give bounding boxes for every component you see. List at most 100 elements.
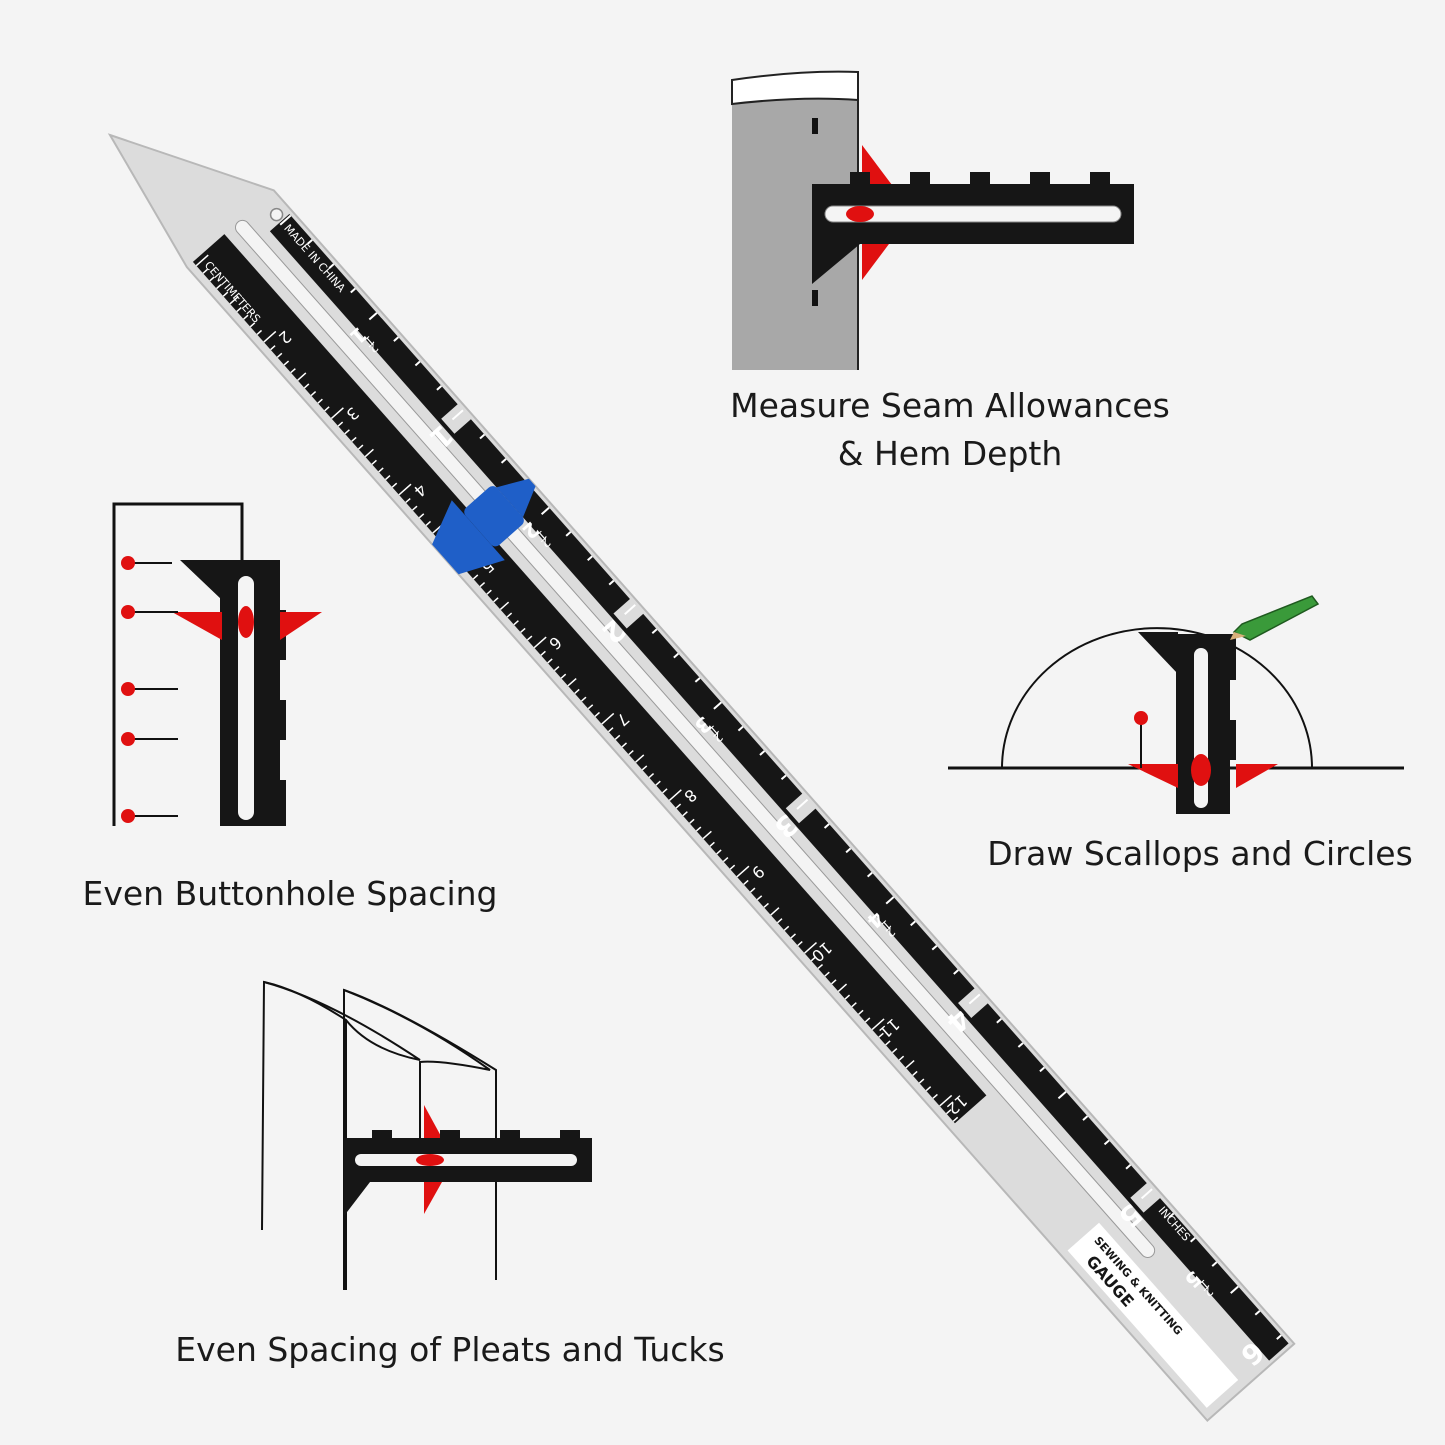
inch-tick bbox=[565, 531, 572, 537]
cm-tick bbox=[425, 520, 432, 526]
cm-tick bbox=[905, 1059, 915, 1069]
cm-tick bbox=[357, 444, 364, 450]
cm-tick bbox=[263, 330, 277, 343]
cm-tick bbox=[655, 780, 661, 786]
cm-tick bbox=[216, 284, 222, 290]
inch-tick bbox=[540, 506, 550, 515]
pin-icon bbox=[1134, 711, 1148, 768]
cm-tick bbox=[391, 482, 398, 488]
cm-tick bbox=[418, 513, 425, 519]
cm-tick bbox=[479, 581, 486, 588]
cm-tick bbox=[317, 398, 323, 404]
cm-tick bbox=[324, 406, 330, 412]
inch-tick bbox=[1140, 1188, 1153, 1200]
buttonhole-caption: Even Buttonhole Spacing bbox=[82, 874, 498, 913]
pin-icon bbox=[121, 605, 178, 619]
inch-tick bbox=[796, 798, 809, 810]
cm-tick bbox=[195, 254, 209, 267]
cm-tick bbox=[222, 291, 229, 297]
cm-tick bbox=[486, 589, 492, 595]
cm-tick bbox=[797, 941, 803, 947]
inch-tick bbox=[968, 993, 981, 1005]
sewing-gauge-ruler: 1 2 3 4 5 6 1 1 2 2 1 2 3 1 2 4 1 2 5 1 … bbox=[107, 133, 1296, 1423]
cm-tick bbox=[804, 942, 817, 954]
cm-tick bbox=[594, 711, 600, 717]
inch-tick bbox=[759, 750, 766, 756]
cm-tick bbox=[499, 601, 510, 610]
cm-tick bbox=[864, 1017, 871, 1023]
inch-tick bbox=[737, 725, 744, 732]
cm-tick bbox=[283, 360, 290, 366]
cm-tick bbox=[209, 276, 215, 282]
cm-tick bbox=[628, 750, 634, 756]
inch-tick bbox=[393, 336, 400, 342]
cm-tick bbox=[398, 483, 412, 496]
pin-icon bbox=[121, 809, 178, 823]
cm-tick bbox=[844, 994, 851, 1000]
cm-tick bbox=[891, 1047, 898, 1054]
ruler-hanging-hole bbox=[269, 207, 284, 222]
cm-tick bbox=[695, 826, 702, 832]
cm-tick bbox=[932, 1093, 938, 1099]
cm-tick bbox=[513, 620, 519, 626]
blue-slider[interactable] bbox=[419, 452, 559, 589]
inch-tick bbox=[279, 214, 292, 226]
cm-tick bbox=[831, 979, 837, 985]
cm-tick bbox=[256, 329, 263, 335]
cm-tick bbox=[851, 1002, 857, 1008]
pencil-icon bbox=[1230, 595, 1320, 641]
cm-tick bbox=[378, 467, 384, 473]
cm-tick bbox=[405, 497, 411, 504]
inch-tick bbox=[1017, 1042, 1024, 1048]
cm-tick bbox=[297, 372, 307, 381]
ruler-cm-ticks bbox=[195, 254, 959, 1122]
cm-tick bbox=[587, 704, 594, 710]
pin-icon bbox=[121, 682, 178, 696]
cm-tick bbox=[580, 696, 587, 702]
cm-tick bbox=[925, 1086, 932, 1092]
inch-tick bbox=[1254, 1310, 1261, 1316]
cm-tick bbox=[641, 765, 648, 771]
cm-tick bbox=[749, 887, 756, 893]
inch-tick bbox=[608, 579, 615, 586]
cm-tick bbox=[560, 673, 567, 679]
cm-tick bbox=[601, 712, 615, 725]
pin-icon bbox=[121, 732, 178, 746]
cm-tick bbox=[290, 368, 296, 374]
cm-tick bbox=[689, 818, 695, 824]
inch-tick bbox=[1057, 1091, 1067, 1100]
cm-tick bbox=[270, 345, 276, 351]
inch-tick bbox=[1103, 1139, 1110, 1146]
cm-tick bbox=[898, 1055, 905, 1061]
cm-tick bbox=[412, 505, 418, 511]
scallop-illustration bbox=[948, 595, 1404, 814]
inch-tick bbox=[587, 555, 593, 561]
inch-tick bbox=[931, 944, 938, 951]
pleats-illustration bbox=[261, 980, 592, 1290]
cm-tick bbox=[533, 636, 547, 649]
cm-tick bbox=[675, 803, 682, 809]
inch-tick bbox=[436, 385, 443, 391]
inch-tick bbox=[713, 701, 723, 710]
cm-tick bbox=[668, 789, 682, 801]
cm-tick bbox=[472, 574, 479, 580]
cm-tick bbox=[351, 436, 357, 442]
cm-tick bbox=[547, 658, 553, 664]
inch-tick bbox=[845, 847, 852, 854]
ruler-label-panel bbox=[1067, 1222, 1239, 1408]
inch-tick bbox=[1082, 1115, 1089, 1121]
inch-tick bbox=[996, 1017, 1003, 1024]
cm-tick bbox=[912, 1070, 918, 1076]
cm-tick bbox=[885, 1040, 891, 1046]
cm-tick bbox=[243, 314, 249, 320]
cm-tick bbox=[364, 448, 374, 458]
inch-tick bbox=[780, 774, 787, 781]
cm-tick bbox=[817, 963, 824, 970]
cm-tick bbox=[608, 727, 614, 733]
inch-tick bbox=[1190, 1237, 1196, 1243]
cm-tick bbox=[384, 475, 391, 481]
cm-tick bbox=[952, 1116, 959, 1122]
cm-tick bbox=[229, 296, 239, 305]
cm-tick bbox=[722, 856, 729, 863]
